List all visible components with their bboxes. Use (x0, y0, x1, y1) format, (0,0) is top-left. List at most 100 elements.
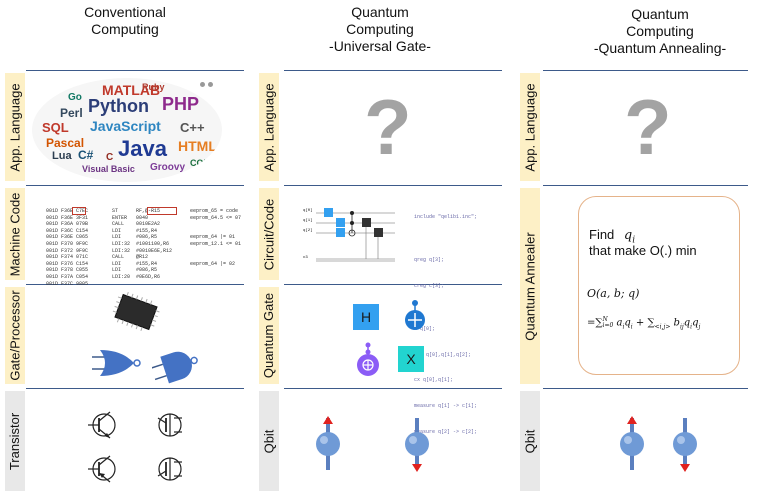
code-line: measure q[2] -> c[2]; (414, 429, 478, 436)
header-line: -Universal Gate- (329, 38, 431, 54)
find-label: Find (589, 227, 615, 242)
row-label-machine-code: Machine Code (5, 188, 25, 280)
code-line: cx q[0],q[1]; (414, 377, 454, 384)
row-label-app-language: App. Language (5, 73, 25, 181)
hadamard-gate: H (353, 304, 379, 330)
row-label-text: Quantum Annealer (522, 231, 538, 341)
divider (26, 284, 244, 285)
row-label-text: Qbit (261, 429, 277, 453)
sum-lower: <i,j> (654, 323, 671, 331)
header-line: -Quantum Annealing- (593, 40, 727, 56)
cloud-word: PHP (162, 94, 200, 114)
row-label-text: Qbit (522, 429, 538, 453)
cloud-word: Perl (60, 106, 83, 120)
code-line: qreg q[3]; (414, 257, 445, 264)
cloud-word: Pascal (46, 136, 85, 150)
qbit-spin-up-icon (316, 416, 340, 470)
circuit-wire-label: q[0] (303, 209, 313, 213)
circuit-wire-label: q[1] (303, 219, 313, 223)
processor-chip-icon (112, 292, 160, 331)
row-label-quantum-gate: Quantum Gate (259, 287, 279, 384)
row-label-text: Quantum Gate (261, 292, 277, 379)
cloud-word: Python (88, 96, 149, 116)
formula-equals: = (587, 317, 596, 329)
header-line: Computing (346, 21, 414, 37)
control-dot (350, 211, 354, 215)
question-mark-icon: ? (624, 83, 672, 171)
divider (26, 185, 244, 186)
highlight-box (72, 207, 86, 215)
summation-symbol: ∑ (595, 317, 603, 329)
measure-gate (374, 228, 383, 237)
machine-code-instructions: ST RF,@-R15 ENTER 0040 CALL 0010E2A2 LDI… (112, 208, 173, 280)
row-label-text: Machine Code (7, 192, 23, 276)
variable-subscript: i (632, 235, 636, 246)
cloud-word: HTML (178, 138, 217, 154)
term-sub: j (698, 323, 701, 331)
row-label-quantum-annealer: Quantum Annealer (520, 188, 540, 384)
programming-language-word-cloud: MATLAB Python PHP JavaScript Java C++ HT… (32, 78, 222, 182)
term-sub: i (690, 323, 693, 331)
formula-plus: + (635, 317, 645, 329)
column-header-quantum-annealing: Quantum Computing -Quantum Annealing- (570, 6, 750, 57)
transistor-icon (88, 455, 116, 483)
qbit-spin-up-icon (620, 416, 644, 470)
gate-label: X (406, 351, 416, 367)
row-label-text: Transistor (7, 412, 23, 470)
pauli-x-gate: X (398, 346, 424, 372)
cloud-word: COBOL (190, 158, 222, 168)
divider (284, 70, 502, 71)
code-line: measure q[1] -> c[1]; (414, 403, 478, 410)
sum-upper: N (602, 316, 608, 323)
row-label-qbit: Qbit (520, 391, 540, 491)
cloud-word: Lua (52, 150, 72, 162)
x-gate (336, 218, 345, 227)
cloud-word: Visual Basic (82, 164, 135, 174)
row-label-circuit-code: Circuit/Code (259, 188, 279, 280)
term-q: q (692, 317, 699, 329)
divider (543, 388, 748, 389)
target (348, 229, 356, 237)
row-label-text: Circuit/Code (261, 198, 277, 270)
divider (543, 70, 748, 71)
circuit-wire-label: c3 (303, 256, 308, 260)
cnot-gate-icon (405, 300, 425, 330)
gate-label: H (360, 309, 372, 325)
term-sub: i (630, 323, 633, 331)
cloud-word: C# (78, 148, 94, 162)
header-line: Quantum (631, 6, 689, 22)
term-q: q (624, 317, 631, 329)
divider (284, 284, 502, 285)
cloud-word: C++ (180, 120, 205, 135)
row-label-text: App. Language (261, 82, 277, 172)
minimize-line: that make O(.) min (589, 243, 697, 258)
divider (284, 388, 502, 389)
term-q: q (683, 317, 691, 329)
header-line: Quantum (351, 4, 409, 20)
row-label-app-language: App. Language (259, 73, 279, 181)
cloud-word: SQL (42, 120, 69, 135)
qbit-spin-down-icon (405, 418, 429, 472)
cloud-word: Ruby (142, 82, 165, 92)
cloud-word: Groovy (150, 162, 186, 173)
transistor-icon (157, 457, 182, 481)
cloud-word: JavaScript (90, 118, 161, 134)
cloud-word: C (106, 152, 114, 163)
sum-lower: i=0 (602, 322, 614, 329)
row-label-app-language: App. Language (520, 73, 540, 181)
column-header-universal-gate: Quantum Computing -Universal Gate- (300, 4, 460, 55)
divider (26, 70, 244, 71)
annealer-objective-box: Find qi that make O(.) min O(a, b; q) =∑… (578, 196, 740, 375)
code-line: include "qelib1.inc"; (414, 214, 478, 221)
dot-icon (208, 82, 213, 87)
divider (284, 185, 502, 186)
term-b: b (673, 317, 680, 329)
header-line: Computing (626, 23, 694, 39)
find-line: Find qi (589, 227, 635, 246)
row-label-gate-processor: Gate/Processor (5, 287, 25, 384)
term-sub: ij (679, 323, 684, 331)
summation-symbol: ∑ (647, 317, 655, 329)
and-gate-icon (152, 351, 198, 384)
